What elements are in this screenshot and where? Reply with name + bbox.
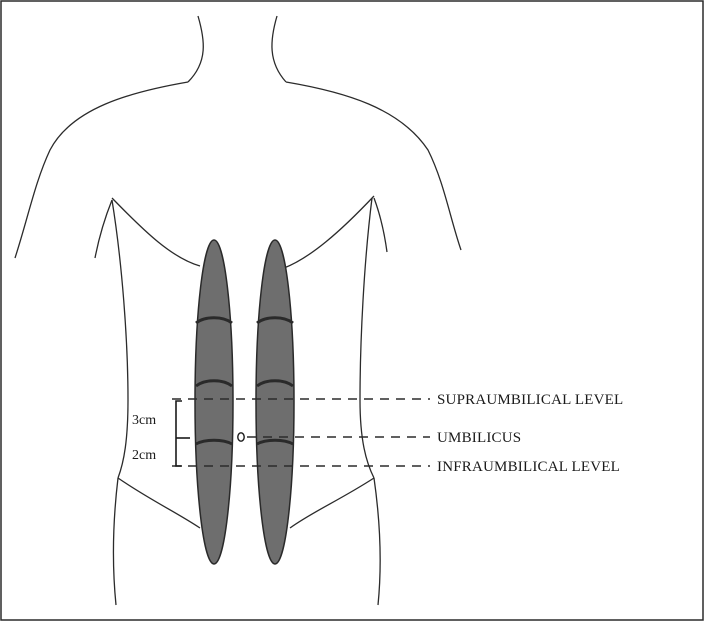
- umbilicus-marker: [238, 433, 244, 441]
- right-rectus-muscle: [256, 240, 294, 564]
- torso-left-side: [112, 200, 128, 478]
- left-inner-arm-outline: [95, 200, 112, 258]
- dimension-label-2cm: 2cm: [132, 448, 156, 463]
- dimension-label-3cm: 3cm: [132, 413, 156, 428]
- left-thigh-outline: [114, 478, 118, 605]
- left-groin-line: [118, 478, 200, 528]
- right-inner-arm-outline: [374, 198, 387, 252]
- dimension-bracket: [176, 401, 182, 466]
- right-rib-margin: [284, 196, 374, 268]
- left-rectus-muscle: [195, 240, 233, 564]
- torso-right-side: [360, 198, 374, 478]
- right-groin-line: [290, 478, 374, 528]
- neck-right-outline: [272, 16, 286, 82]
- left-rib-margin: [112, 198, 200, 266]
- neck-left-outline: [188, 16, 203, 82]
- right-thigh-outline: [374, 478, 380, 605]
- label-supraumbilical-level: SUPRAUMBILICAL LEVEL: [437, 392, 623, 408]
- right-shoulder-outline: [286, 82, 461, 250]
- label-umbilicus: UMBILICUS: [437, 430, 521, 446]
- label-infraumbilical-level: INFRAUMBILICAL LEVEL: [437, 459, 620, 475]
